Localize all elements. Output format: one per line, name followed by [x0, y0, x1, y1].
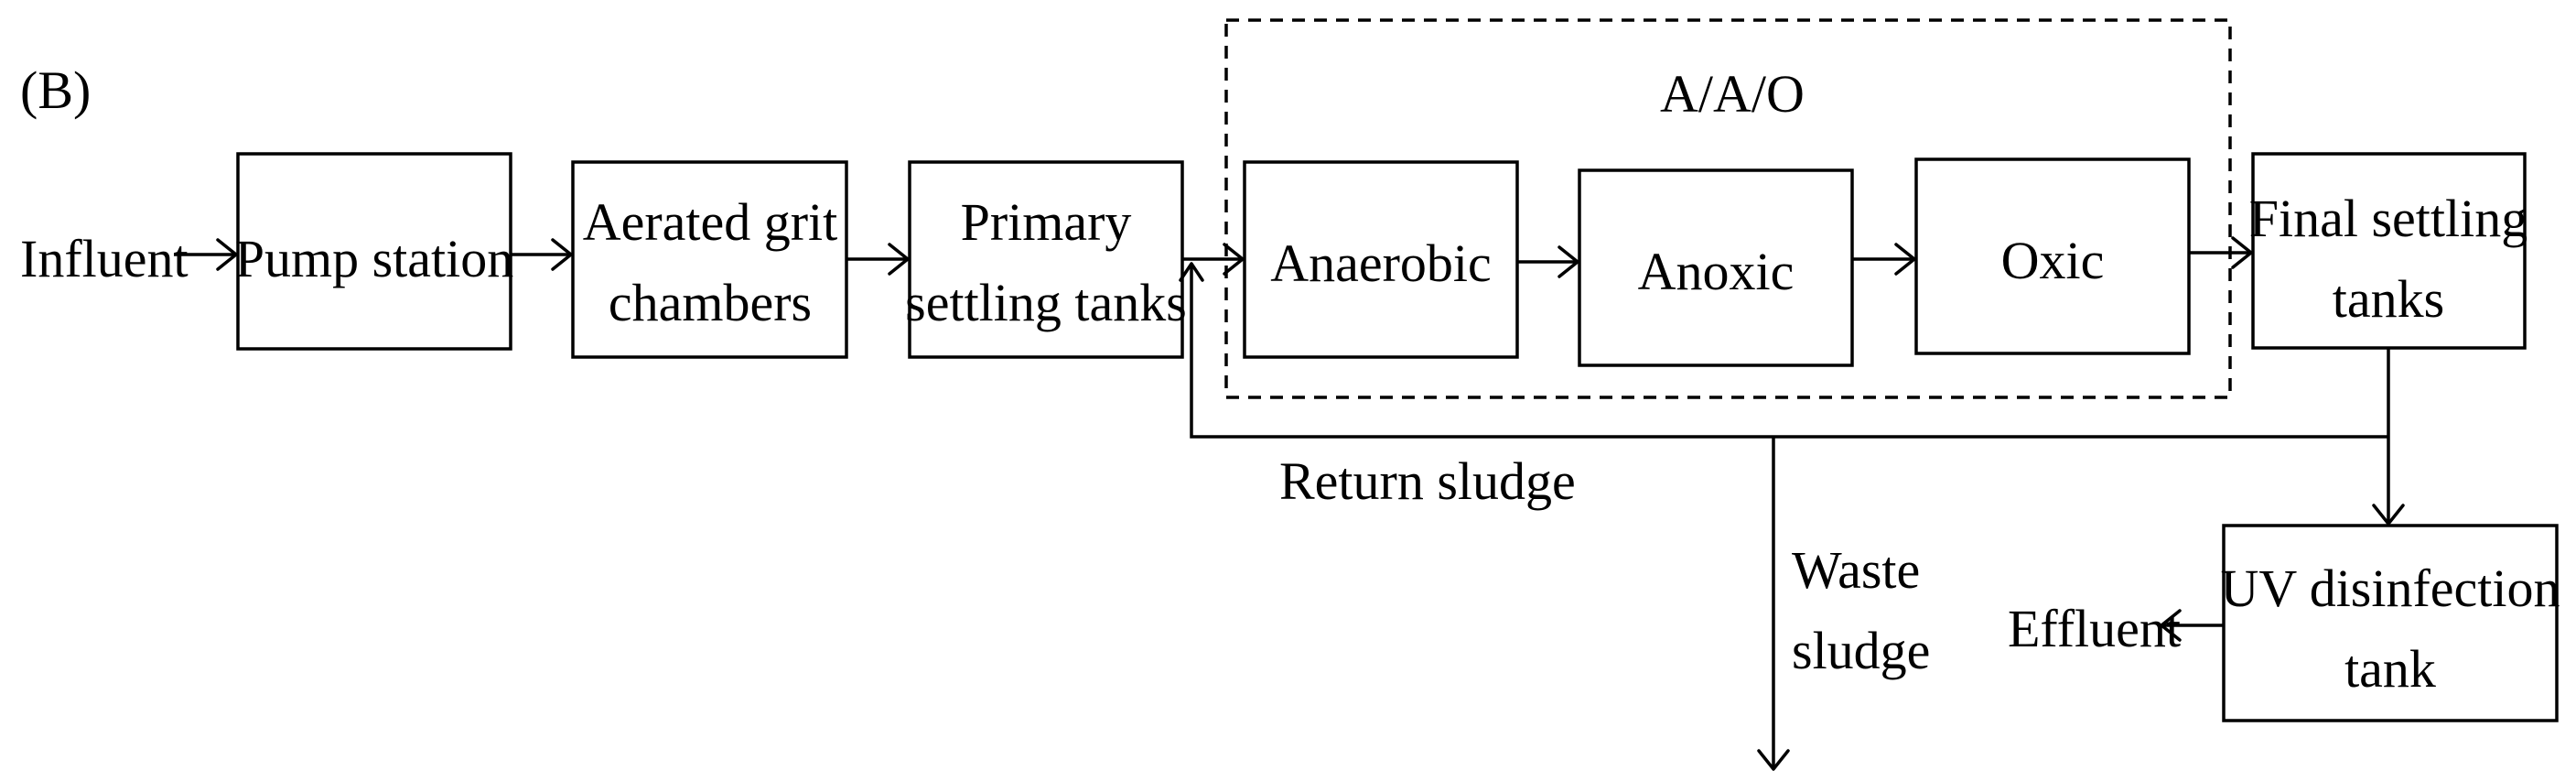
- waste-sludge-label-line2: sludge: [1792, 621, 1930, 680]
- aao-group-boundary: [1224, 18, 2232, 399]
- uv-disinfection-tank-box: UV disinfection tank: [2220, 524, 2560, 722]
- arrow-pump-to-grit: [511, 238, 573, 271]
- arrow-grit-to-primary: [846, 243, 910, 276]
- arrow-primary-to-anaerobic: [1182, 243, 1245, 276]
- uv-disinfection-tank-label-line2: tank: [2344, 639, 2436, 699]
- aerated-grit-chambers-box: Aerated grit chambers: [571, 160, 848, 359]
- arrow-anoxic-to-oxic: [1852, 243, 1916, 276]
- aao-group-label: A/A/O: [1660, 64, 1805, 124]
- final-settling-tanks-label-line2: tanks: [2333, 269, 2444, 329]
- final-settling-tanks-box: Final settling tanks: [2249, 152, 2528, 350]
- aerated-grit-chambers-label-line1: Aerated grit: [583, 192, 838, 252]
- primary-settling-tanks-label-line2: settling tanks: [905, 273, 1187, 332]
- uv-disinfection-tank-label-line1: UV disinfection: [2220, 559, 2560, 618]
- aerated-grit-chambers-label-line2: chambers: [609, 273, 812, 332]
- return-sludge-label: Return sludge: [1279, 451, 1576, 511]
- return-sludge-line: [1179, 262, 2388, 439]
- arrow-anaerobic-to-anoxic: [1517, 245, 1579, 278]
- anoxic-box: Anoxic: [1578, 168, 1854, 367]
- arrow-oxic-to-final: [2189, 236, 2253, 269]
- oxic-box: Oxic: [1914, 157, 2191, 355]
- pump-station-label: Pump station: [235, 229, 514, 288]
- primary-settling-tanks-box: Primary settling tanks: [905, 160, 1187, 359]
- final-settling-tanks-label-line1: Final settling: [2249, 189, 2528, 248]
- figure-label: (B): [20, 60, 91, 120]
- arrow-uv-to-effluent: [2160, 609, 2224, 642]
- anaerobic-label: Anaerobic: [1270, 233, 1492, 293]
- oxic-label: Oxic: [2001, 231, 2105, 290]
- arrow-waste-sludge: [1757, 437, 1790, 771]
- influent-label: Influent: [20, 229, 189, 288]
- waste-sludge-label-line1: Waste: [1792, 540, 1920, 600]
- anoxic-label: Anoxic: [1638, 242, 1795, 301]
- primary-settling-tanks-label-line1: Primary: [961, 192, 1132, 252]
- pump-station-box: Pump station: [235, 152, 514, 351]
- anaerobic-box: Anaerobic: [1243, 160, 1519, 359]
- arrow-influent-to-pump: [174, 238, 238, 271]
- effluent-label: Effluent: [2008, 599, 2181, 658]
